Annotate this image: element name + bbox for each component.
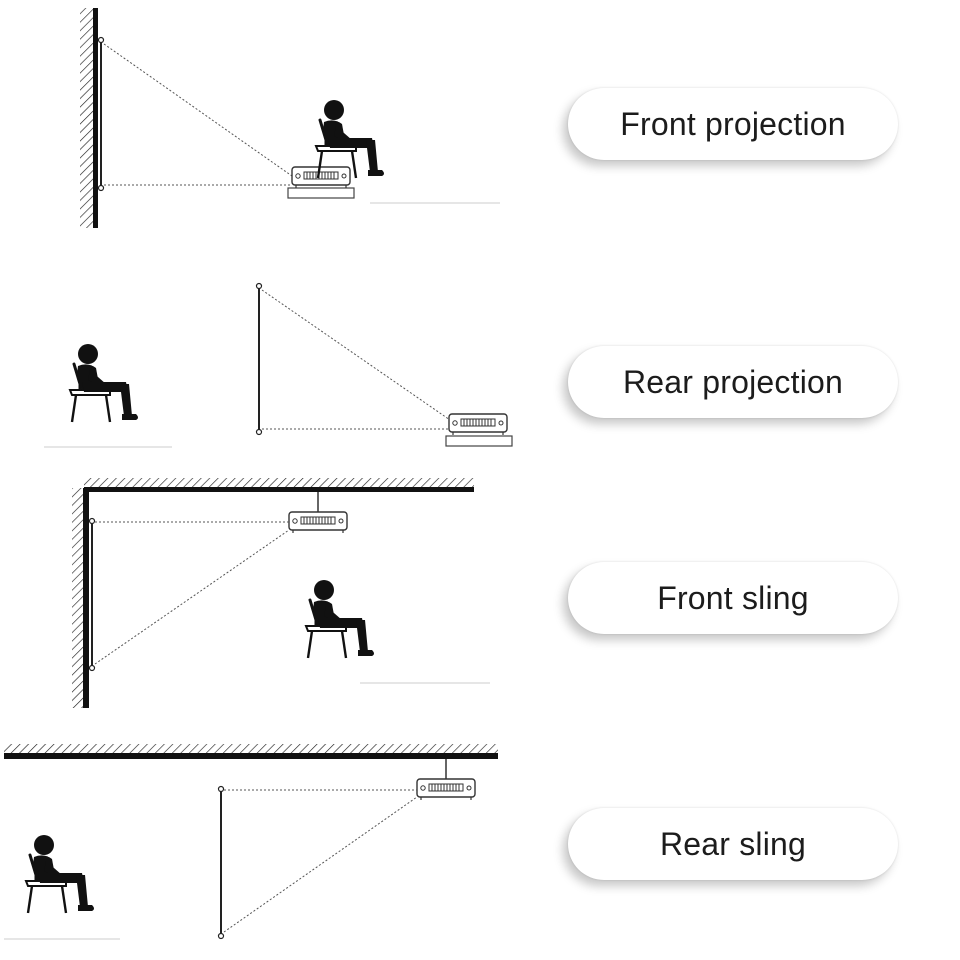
setup-label: Front projection bbox=[620, 105, 846, 142]
wall-hatch bbox=[80, 8, 94, 228]
projection-beam bbox=[94, 529, 290, 665]
projector bbox=[416, 778, 476, 801]
projection-beam bbox=[223, 796, 418, 933]
projector bbox=[448, 413, 508, 436]
front-projection-illustration bbox=[80, 8, 500, 228]
projection-beam bbox=[103, 43, 293, 177]
label-front-projection: Front projection bbox=[568, 88, 898, 160]
ceiling-hatch bbox=[84, 478, 474, 488]
wall bbox=[83, 488, 89, 708]
projector-stand bbox=[445, 435, 513, 447]
setup-label: Rear sling bbox=[659, 825, 807, 862]
label-rear-projection: Rear projection bbox=[568, 346, 898, 418]
label-front-sling: Front sling bbox=[568, 562, 898, 634]
label-rear-sling: Rear sling bbox=[568, 808, 898, 880]
viewer bbox=[24, 833, 96, 915]
wall-hatch bbox=[72, 488, 84, 708]
setup-label: Rear projection bbox=[623, 363, 843, 400]
ceiling bbox=[4, 753, 498, 759]
viewer bbox=[306, 580, 374, 658]
ceiling bbox=[84, 487, 474, 492]
viewer bbox=[68, 342, 140, 424]
projector-stand bbox=[287, 187, 355, 199]
ceiling-hatch bbox=[4, 744, 498, 754]
setup-label: Front sling bbox=[657, 579, 809, 616]
wall bbox=[93, 8, 98, 228]
projection-beam bbox=[261, 289, 451, 421]
projector bbox=[291, 166, 351, 189]
rear-projection-illustration bbox=[44, 282, 513, 448]
front-sling-illustration bbox=[72, 478, 490, 708]
rear-sling-illustration bbox=[4, 744, 498, 940]
projector bbox=[288, 511, 348, 534]
